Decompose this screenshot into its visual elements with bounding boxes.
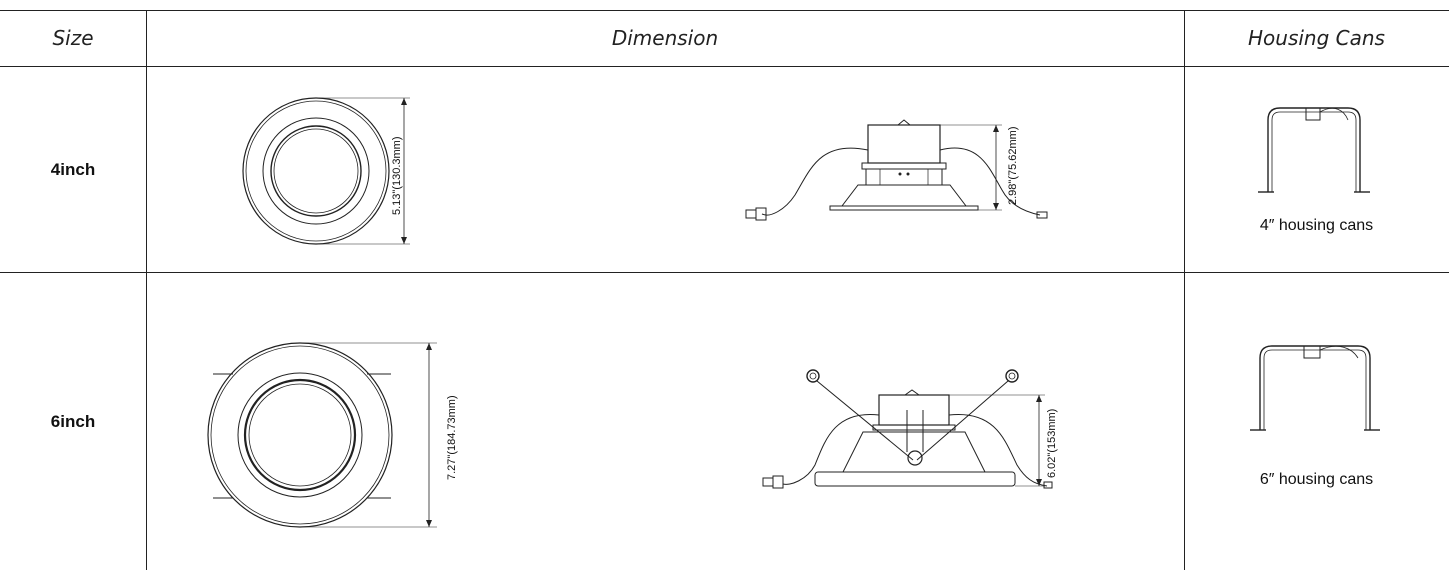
header-row-border (0, 66, 1449, 67)
housing-caption-6inch: 6″ housing cans (1259, 471, 1374, 488)
side-dimension-6inch: 6.02"(153mm) (1046, 409, 1058, 478)
housing-can-6inch-icon (1250, 345, 1380, 431)
table-top-border (0, 10, 1449, 11)
row-size-6inch: 6inch (50, 412, 96, 431)
column-divider-1 (146, 10, 147, 570)
side-dimension-4inch: 2.98"(75.62mm) (1007, 127, 1019, 206)
housing-can-4inch-icon (1258, 107, 1370, 193)
row-divider (0, 272, 1449, 273)
front-dimension-6inch: 7.27"(184.73mm) (446, 395, 458, 480)
front-view-6inch: 7.27"(184.73mm) (207, 342, 458, 528)
side-view-4inch: 2.98"(75.62mm) (745, 119, 1048, 221)
front-view-4inch: 5.13"(130.3mm) (242, 97, 410, 245)
header-dimension: Dimension (611, 26, 719, 50)
housing-caption-4inch: 4″ housing cans (1259, 217, 1374, 234)
side-view-6inch: 6.02"(153mm) (762, 369, 1058, 489)
header-size: Size (52, 26, 94, 50)
column-divider-2 (1184, 10, 1185, 570)
row-size-4inch: 4inch (50, 160, 96, 179)
front-dimension-4inch: 5.13"(130.3mm) (391, 137, 403, 216)
header-housing-cans: Housing Cans (1248, 26, 1385, 50)
